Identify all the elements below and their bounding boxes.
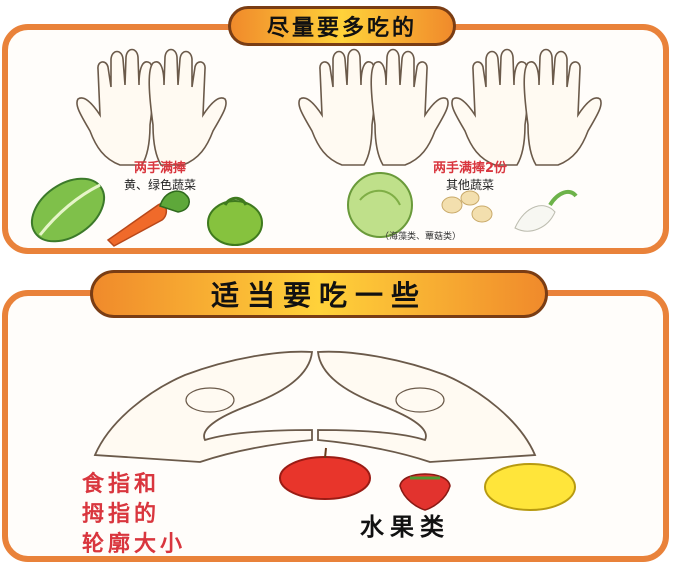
right-group-title: 两手满捧2份 <box>432 161 508 176</box>
measure-text: 食指和 拇指的 轮廓大小 <box>82 470 186 560</box>
hands-pair-left <box>76 48 227 166</box>
left-group-caption: 两手满捧 黄、绿色蔬菜 <box>95 157 225 193</box>
right-group-subtitle: 其他蔬菜 <box>445 178 494 192</box>
hands-pair-right-2 <box>451 48 602 166</box>
cabbage-icon <box>30 177 106 243</box>
radish-icon <box>514 189 578 232</box>
mushroom-icon <box>441 190 493 223</box>
hands-triangle <box>93 350 537 463</box>
hands-pair-right-1 <box>298 48 449 166</box>
green-pepper-icon <box>207 196 263 246</box>
banner-eat-moderate: 适当要吃一些 <box>90 270 548 318</box>
right-group-note: （海藻类、蕈菇类） <box>380 232 462 242</box>
fruit-category-label: 水果类 <box>360 513 450 541</box>
measure-line-2: 拇指的 <box>82 502 161 527</box>
measure-line-1: 食指和 <box>82 472 161 497</box>
orange-icon <box>484 463 576 511</box>
left-group-subtitle: 黄、绿色蔬菜 <box>123 178 196 192</box>
left-group-title: 两手满捧 <box>133 161 186 176</box>
apple-icon <box>279 447 371 500</box>
measure-line-3: 轮廓大小 <box>82 532 187 557</box>
strawberry-icon <box>399 473 451 511</box>
carrot-icon <box>106 190 191 247</box>
banner-eat-more: 尽量要多吃的 <box>228 6 456 46</box>
right-group-caption: 两手满捧2份 其他蔬菜 <box>405 157 535 193</box>
lettuce-icon <box>347 172 413 238</box>
